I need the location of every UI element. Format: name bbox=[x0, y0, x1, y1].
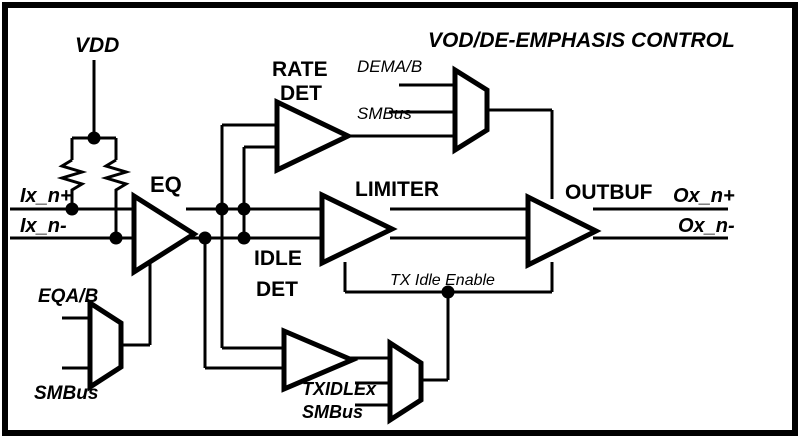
label-idle-det-line2: DET bbox=[256, 278, 298, 301]
rate-det-amplifier bbox=[274, 98, 354, 174]
junction-eqout-n bbox=[198, 231, 212, 245]
eq-select-mux[interactable] bbox=[87, 298, 124, 392]
junction-tx-idle-enable bbox=[441, 285, 455, 299]
outbuf-amplifier bbox=[525, 192, 602, 270]
label-outbuf: OUTBUF bbox=[565, 181, 653, 204]
limiter-amplifier bbox=[319, 191, 398, 267]
label-vod-smbus: SMBus bbox=[357, 104, 412, 123]
label-limiter: LIMITER bbox=[355, 178, 439, 201]
label-eqa-b: EQA/B bbox=[38, 286, 98, 307]
label-input-negative: Ix_n- bbox=[20, 215, 67, 237]
junction-inp bbox=[65, 202, 79, 216]
label-txidlex: TXIDLEx bbox=[302, 379, 377, 399]
junction-eqout-n-b bbox=[237, 231, 251, 245]
junction-eqout-p-a bbox=[215, 202, 229, 216]
junction-eqout-p-b bbox=[237, 202, 251, 216]
label-vod-control-title: VOD/DE-EMPHASIS CONTROL bbox=[428, 29, 735, 52]
termination-resistors bbox=[56, 158, 132, 192]
label-rate-det-line1: RATE bbox=[272, 58, 328, 81]
junction-inn bbox=[109, 231, 123, 245]
idle-det-amplifier bbox=[281, 327, 359, 393]
label-dema-b: DEMA/B bbox=[357, 57, 422, 76]
label-tx-idle-enable: TX Idle Enable bbox=[390, 272, 495, 289]
junction-dots bbox=[65, 131, 455, 299]
label-vdd: VDD bbox=[75, 34, 119, 57]
label-rate-det-line2: DET bbox=[280, 82, 322, 105]
eq-amplifier bbox=[131, 191, 199, 277]
label-eq: EQ bbox=[150, 172, 182, 197]
junction-vdd bbox=[87, 131, 101, 145]
label-txidle-smbus: SMBus bbox=[302, 402, 363, 422]
wire-group bbox=[10, 60, 728, 407]
vod-select-mux[interactable] bbox=[452, 65, 490, 155]
label-output-negative: Ox_n- bbox=[678, 215, 735, 237]
label-input-positive: Ix_n+ bbox=[20, 185, 72, 207]
label-idle-det-line1: IDLE bbox=[254, 247, 302, 270]
label-output-positive: Ox_n+ bbox=[673, 185, 735, 207]
txidle-select-mux[interactable] bbox=[387, 338, 424, 425]
label-eq-smbus: SMBus bbox=[34, 383, 98, 404]
